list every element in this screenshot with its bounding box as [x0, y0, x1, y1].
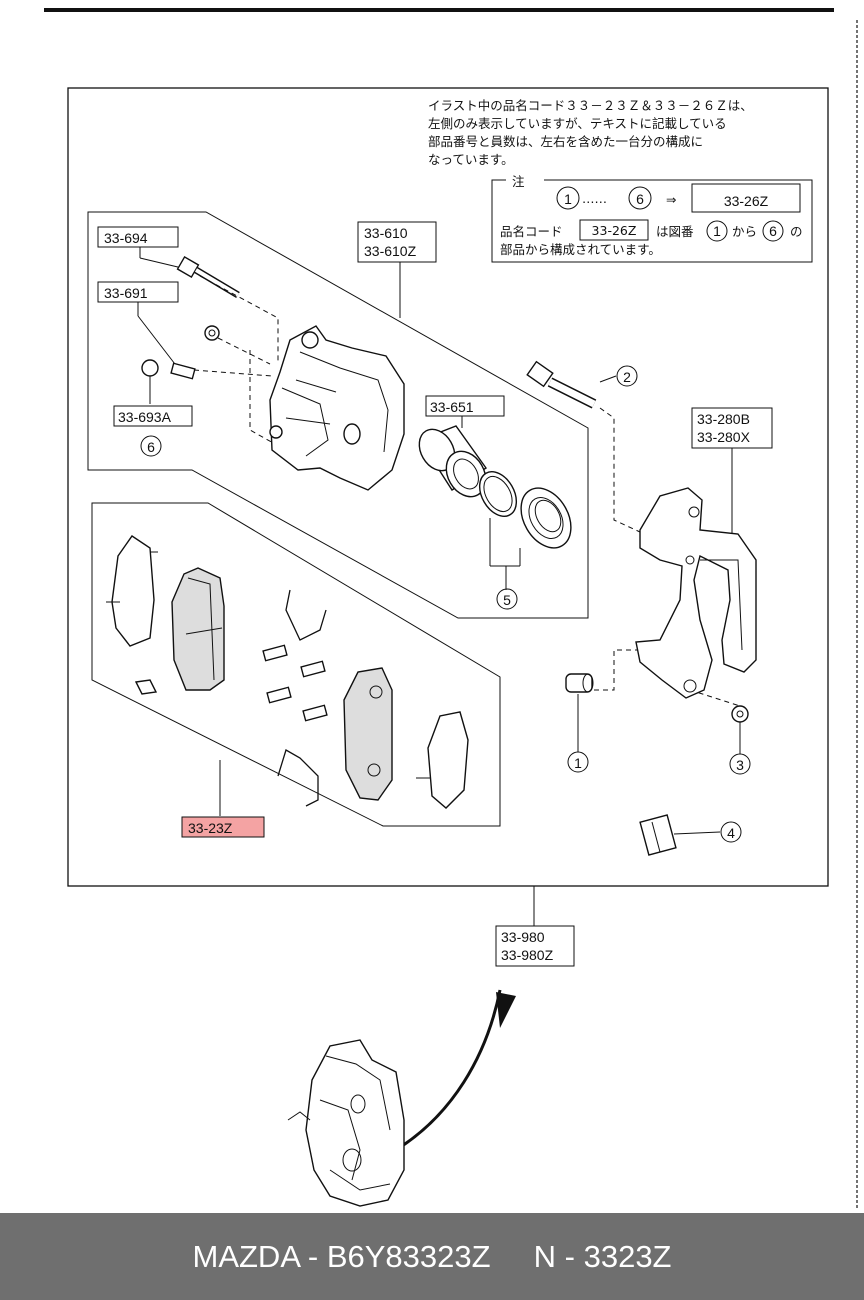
label-33-610: 33-610 33-610Z	[357, 221, 437, 318]
bleeder-screw-part	[170, 325, 220, 380]
legend-text-c: から	[732, 224, 757, 239]
anti-squeal-shim-right	[416, 711, 469, 809]
note-line-2: 左側のみ表示していますが、テキストに記載している	[428, 116, 727, 131]
grease-pack-part: 4	[639, 814, 742, 856]
legend-text-b: は図番	[656, 224, 694, 239]
label-33-23z-highlight	[181, 816, 265, 838]
note-text: イラスト中の品名コード３３－２３Ｚ＆３３－２６Ｚは、 左側のみ表示していますが、…	[428, 98, 753, 167]
legend-text-n1: 1	[713, 223, 721, 239]
legend-range-start: 1	[564, 191, 572, 207]
label-33-980: 33-980 33-980Z	[495, 886, 575, 967]
footer-spacer	[491, 1239, 534, 1275]
legend-range-dots: ……	[582, 191, 607, 206]
legend-range-end: 6	[636, 191, 644, 207]
callout-6-under-693a: 6	[147, 439, 155, 455]
complete-caliper-assembly	[287, 1039, 405, 1207]
label-33-694-text: 33-694	[104, 230, 148, 246]
pad-spring-upper	[285, 589, 327, 641]
bushing-part: 1	[565, 673, 594, 773]
caliper-group-outline	[87, 211, 589, 619]
label-33-691-text: 33-691	[104, 285, 148, 301]
legend-code: 33-26Z	[724, 193, 769, 209]
caliper-body-part	[269, 325, 405, 491]
label-33-980z-text: 33-980Z	[501, 947, 554, 963]
mounting-bracket-part	[635, 487, 757, 699]
dash-bushing-to-bracket	[594, 649, 640, 691]
footer-brand-text: MAZDA - B6Y83323Z	[192, 1238, 491, 1274]
note-line-3: 部品番号と員数は、左右を含めた一台分の構成に	[428, 134, 703, 149]
label-33-280x-text: 33-280X	[697, 429, 751, 445]
note-line-1: イラスト中の品名コード３３－２３Ｚ＆３３－２６Ｚは、	[428, 98, 753, 113]
legend-arrow: ⇒	[666, 192, 676, 207]
label-33-693a-text: 33-693A	[118, 409, 172, 425]
callout-4: 4	[727, 825, 735, 841]
dash-bolt-to-caliper	[199, 275, 279, 362]
note-line-4: なっています。	[428, 152, 514, 167]
assembly-leader-curve	[401, 989, 502, 1148]
label-33-23z-text: 33-23Z	[188, 820, 233, 836]
label-33-23z: 33-23Z	[181, 760, 265, 838]
piston-part	[418, 425, 487, 498]
pad-clip-small	[134, 679, 158, 695]
legend-title: 注	[512, 174, 525, 189]
dash-plug	[217, 337, 271, 365]
footer-code-text: N - 3323Z	[533, 1238, 672, 1274]
dash-pin-to-bracket	[599, 407, 641, 533]
dust-boot-part	[520, 487, 572, 549]
label-33-691: 33-691	[97, 281, 179, 369]
label-33-980-text: 33-980	[501, 929, 545, 945]
legend-text-d: の	[790, 224, 803, 239]
label-33-280: 33-280B 33-280X	[691, 407, 773, 534]
guide-bolt-part	[176, 255, 240, 299]
dash-bleeder	[193, 369, 273, 377]
label-33-693a: 33-693A 6	[113, 359, 193, 457]
callout-5: 5	[503, 592, 511, 608]
pad-clips-middle	[262, 644, 328, 722]
main-frame	[67, 87, 829, 887]
label-33-610-text: 33-610	[364, 225, 408, 241]
footer-bar: MAZDA - B6Y83323Z N - 3323Z	[0, 1213, 864, 1300]
label-33-610z-text: 33-610Z	[364, 243, 417, 259]
legend-box: 注 1 …… 6 ⇒ 33-26Z 品名コード 33-26Z は図番 1 から …	[491, 172, 813, 263]
label-33-280b-text: 33-280B	[697, 411, 750, 427]
assembly-leader-head	[496, 992, 516, 1028]
legend-text-line2: 部品から構成されています。	[500, 242, 661, 257]
pad-spring-lower	[277, 749, 319, 807]
legend-text-n2: 6	[769, 223, 777, 239]
callout-3: 3	[736, 757, 744, 773]
bracket-bolt-part: 3	[729, 705, 751, 775]
label-33-694: 33-694	[97, 226, 183, 269]
brake-pad-right	[343, 667, 393, 801]
callout-5-group: 5	[489, 518, 521, 610]
anti-squeal-shim-left	[106, 535, 158, 647]
label-33-651: 33-651	[425, 395, 505, 428]
slide-pin-part: 2	[526, 360, 638, 409]
callout-1: 1	[574, 755, 582, 771]
pad-kit-group-outline	[91, 502, 501, 827]
legend-text-code: 33-26Z	[592, 223, 637, 238]
label-33-651-text: 33-651	[430, 399, 474, 415]
piston-seal-part	[478, 471, 518, 517]
legend-text-a: 品名コード	[500, 224, 563, 239]
callout-2: 2	[623, 369, 631, 385]
brake-pad-left	[171, 567, 225, 691]
